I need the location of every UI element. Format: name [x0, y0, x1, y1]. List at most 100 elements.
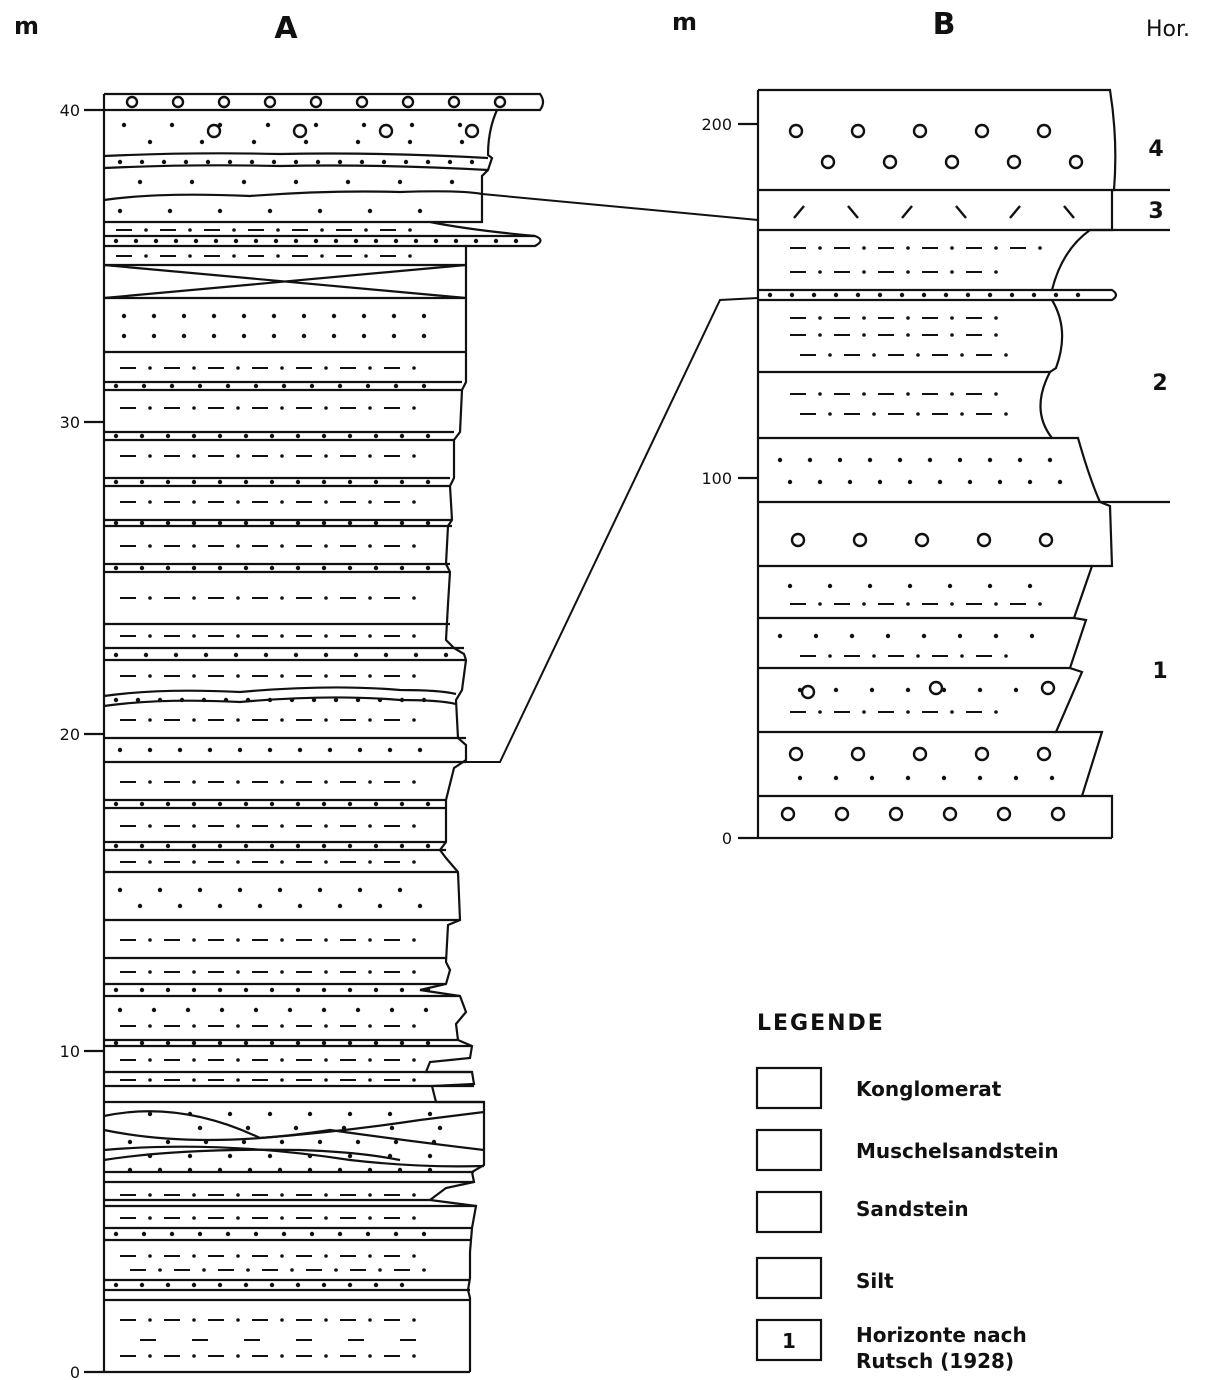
pebble — [974, 123, 990, 139]
sand-dot — [280, 938, 284, 942]
sand-dot — [987, 583, 993, 589]
sand-dot — [368, 406, 372, 410]
sand-dot — [321, 433, 327, 439]
sand-dot — [324, 1078, 328, 1082]
sand-dot — [236, 1216, 240, 1220]
sand-dot — [813, 633, 819, 639]
sand-dot — [412, 1193, 416, 1197]
horizon-label: 3 — [1148, 199, 1163, 224]
pebble — [1038, 532, 1054, 548]
sand-dot — [412, 1354, 416, 1358]
sand-dot — [368, 544, 372, 548]
correlation-line-upper — [481, 193, 759, 221]
sand-dot — [957, 633, 963, 639]
sand-dot — [847, 479, 853, 485]
pebble — [447, 95, 461, 109]
pebble — [1068, 154, 1084, 170]
sand-dot — [280, 1318, 284, 1322]
sand-dot — [855, 292, 861, 298]
sand-dot — [412, 674, 416, 678]
sand-dot — [331, 333, 337, 339]
sand-dot — [117, 208, 123, 214]
sand-dot — [950, 333, 954, 337]
sand-dot — [236, 718, 240, 722]
sand-dot — [148, 596, 152, 600]
sand-dot — [217, 843, 223, 849]
sand-dot — [295, 801, 301, 807]
column-b-scale-ticks — [738, 122, 758, 840]
sand-dot — [197, 887, 203, 893]
sand-dot — [425, 1040, 431, 1046]
horizon-label: 4 — [1148, 137, 1163, 162]
sand-dot — [427, 1153, 433, 1159]
sand-dot — [977, 687, 983, 693]
sand-dot — [197, 383, 203, 389]
sand-dot — [139, 1282, 145, 1288]
pebble — [1050, 806, 1066, 822]
sand-dot — [905, 687, 911, 693]
sand-dot — [148, 1216, 152, 1220]
pebble — [850, 123, 866, 139]
sand-dot — [373, 520, 379, 526]
sand-dot — [117, 887, 123, 893]
sand-dot — [148, 674, 152, 678]
sand-dot — [320, 254, 324, 258]
sand-dot — [950, 710, 954, 714]
sand-dot — [347, 520, 353, 526]
sand-dot — [165, 1139, 171, 1145]
pebble — [800, 684, 816, 700]
sand-dot — [139, 433, 145, 439]
sand-dot — [137, 903, 143, 909]
sand-dot — [355, 1007, 361, 1013]
sand-dot — [217, 208, 223, 214]
sand-dot — [423, 1007, 429, 1013]
sand-dot — [113, 652, 119, 658]
sand-dot — [393, 1231, 399, 1237]
sand-dot — [165, 520, 171, 526]
sand-dot — [271, 159, 277, 165]
sand-dot — [192, 454, 196, 458]
sand-dot — [869, 687, 875, 693]
sand-dot — [236, 596, 240, 600]
pebble — [914, 532, 930, 548]
sand-dot — [236, 1354, 240, 1358]
sand-dot — [236, 674, 240, 678]
sand-dot — [236, 406, 240, 410]
sand-dot — [811, 292, 817, 298]
sand-dot — [950, 392, 954, 396]
sand-dot — [243, 565, 249, 571]
sand-dot — [368, 1216, 372, 1220]
sand-dot — [337, 1231, 343, 1237]
sand-dot — [233, 238, 239, 244]
sand-dot — [818, 246, 822, 250]
sand-dot — [818, 392, 822, 396]
sand-dot — [950, 270, 954, 274]
sand-dot — [233, 652, 239, 658]
sand-dot — [368, 454, 372, 458]
sand-dot — [165, 987, 171, 993]
sand-dot — [324, 1254, 328, 1258]
sand-dot — [324, 1058, 328, 1062]
sand-dot — [148, 860, 152, 864]
legend-label-muschelsandstein: Muschelsandstein — [856, 1139, 1059, 1163]
sand-dot — [153, 238, 159, 244]
sand-dot — [767, 292, 773, 298]
sand-dot — [862, 246, 866, 250]
sand-dot — [387, 747, 393, 753]
sand-dot — [993, 633, 999, 639]
sand-dot — [269, 520, 275, 526]
sand-dot — [165, 565, 171, 571]
sand-dot — [393, 238, 399, 244]
sand-dot — [373, 565, 379, 571]
column-b-title: B — [933, 7, 956, 42]
legend-boxes — [755, 1066, 823, 1362]
sand-dot — [241, 333, 247, 339]
sand-dot — [987, 292, 993, 298]
pebble — [788, 123, 804, 139]
sand-dot — [263, 652, 269, 658]
shell-mark — [1009, 205, 1021, 219]
sand-dot — [177, 747, 183, 753]
correlation-line-lower — [458, 297, 759, 763]
sand-dot — [141, 383, 147, 389]
